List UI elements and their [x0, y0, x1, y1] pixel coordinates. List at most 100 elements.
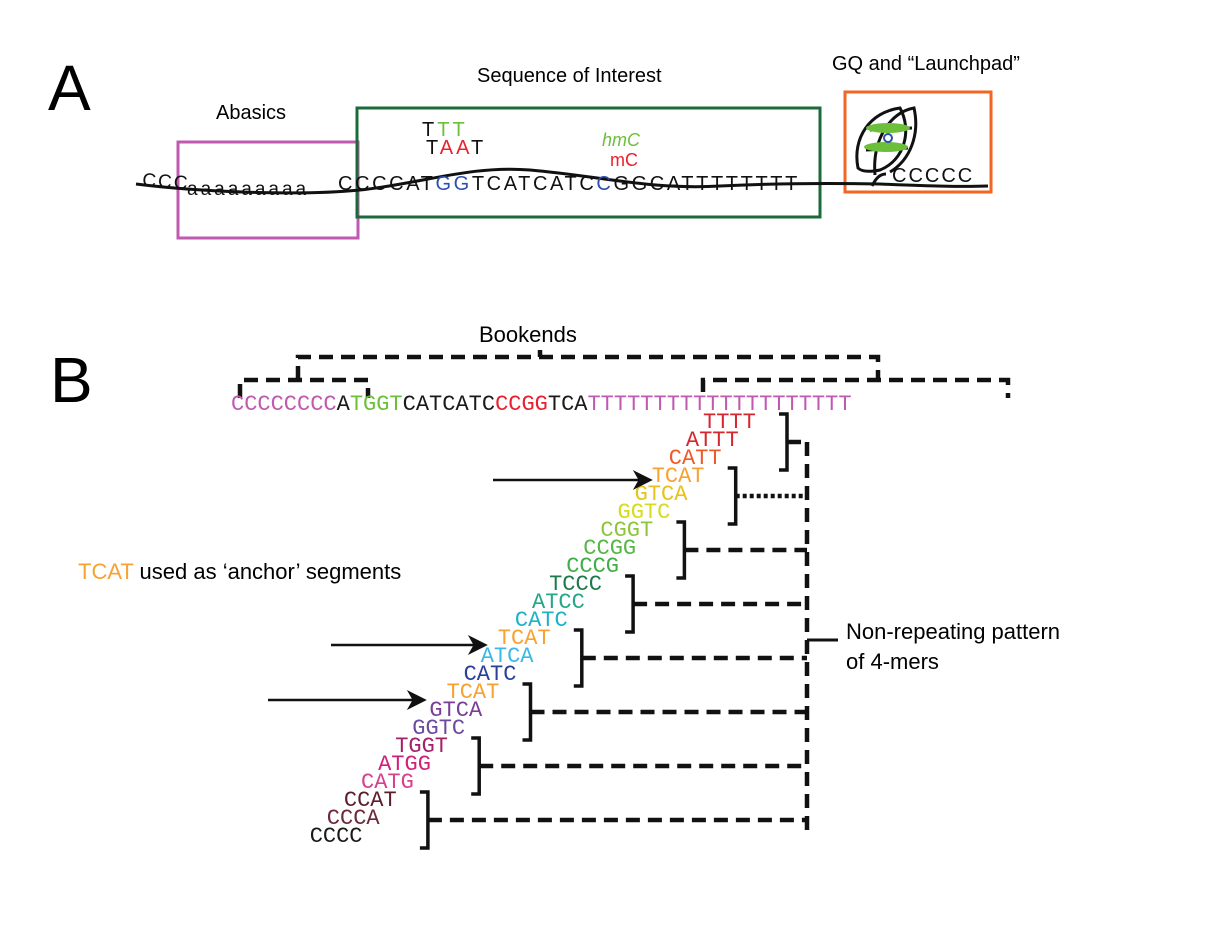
anchor-arrows: [268, 470, 653, 710]
kmer-gtca: GTCA: [429, 698, 483, 723]
soi-base: T: [421, 173, 436, 195]
soi-base: T: [565, 173, 580, 195]
kmer-attt: ATTT: [686, 428, 739, 453]
mc-label: mC: [610, 150, 638, 170]
kmer-catg: CATG: [361, 770, 414, 795]
soi-base: C: [579, 173, 596, 195]
soi-base: C: [355, 173, 372, 195]
soi-base: G: [613, 173, 631, 195]
soi-base: T: [726, 173, 741, 195]
kmer-ccat: CCAT: [344, 788, 397, 813]
kmer-atcc: ATCC: [532, 590, 585, 615]
mod-stack-middle: TAAT: [426, 137, 486, 159]
anchor-arrow-2-head: [467, 635, 488, 655]
stack-mid-base: T: [471, 137, 486, 159]
kmer-cggt: CGGT: [600, 518, 653, 543]
soi-base: T: [472, 173, 487, 195]
kmer-group-bracket: [625, 574, 635, 634]
soi-base: T: [741, 173, 756, 195]
hmc-label: hmC: [602, 130, 641, 150]
soi-base: G: [454, 173, 472, 195]
top-sequence-segment: TGGT: [350, 392, 403, 417]
abasics-label: Abasics: [216, 102, 286, 124]
kmer-staircase: TTTTATTTCATTTCATGTCAGGTCCGGTCCGGCCCGTCCC…: [310, 410, 756, 849]
soi-base: C: [372, 173, 389, 195]
kmer-cccg: CCCG: [566, 554, 619, 579]
soi-base: T: [696, 173, 711, 195]
top-sequence-segment: CCCCCCCC: [231, 392, 337, 417]
soi-base: C: [338, 173, 355, 195]
soi-base: A: [504, 173, 518, 195]
soi-base: A: [550, 173, 564, 195]
kmer-cccc: CCCC: [310, 824, 363, 849]
top-sequence-segment: A: [337, 392, 351, 417]
kmer-ccca: CCCA: [327, 806, 381, 831]
top-sequence-segment: TTTTTTTTTTTTTTTTTTTT: [587, 392, 851, 417]
stack-mid-base: A: [440, 137, 456, 159]
mod-stack-top: TTT: [422, 119, 468, 141]
anchor-label: TCAT used as ‘anchor’ segments: [78, 559, 401, 584]
stack-mid-base: T: [426, 137, 440, 159]
stack-top-base: T: [437, 119, 452, 141]
kmer-tcat: TCAT: [447, 680, 500, 705]
kmer-ggtc: GGTC: [618, 500, 671, 525]
gq-launchpad-label: GQ and “Launchpad”: [832, 53, 1020, 75]
sequence-of-interest-box: [355, 106, 822, 219]
soi-base: T: [711, 173, 726, 195]
anchor-arrow-1-head: [632, 470, 653, 490]
kmer-group-bracket: [419, 790, 430, 850]
kmer-ggtc: GGTC: [412, 716, 465, 741]
non-repeating-label-line1: Non-repeating pattern: [846, 619, 1060, 644]
kmer-group-bracket: [573, 628, 584, 688]
kmer-tccc: TCCC: [549, 572, 602, 597]
soi-base: T: [755, 173, 770, 195]
top-sequence-segment: CATCATC: [403, 392, 495, 417]
kmer-tggt: TGGT: [395, 734, 448, 759]
bookends-bracket: [237, 350, 1011, 398]
kmer-catc: CATC: [464, 662, 517, 687]
kmer-catt: CATT: [669, 446, 722, 471]
bookends-label: Bookends: [479, 322, 577, 347]
panel-b-letter: B: [50, 344, 93, 416]
kmer-group-bracket: [779, 412, 789, 472]
bracket-connectors: [427, 439, 807, 823]
anchor-arrow-3-head: [406, 690, 427, 710]
soi-base: A: [406, 173, 420, 195]
soi-base: C: [389, 173, 406, 195]
left-ccc: CCC: [142, 170, 191, 194]
sequence-of-interest-label: Sequence of Interest: [477, 65, 662, 87]
stack-mid-base: A: [456, 137, 471, 159]
soi-base: T: [681, 173, 696, 195]
soi-base: T: [770, 173, 785, 195]
soi-base: G: [435, 173, 453, 195]
tail-ccccc: CCCCC: [892, 165, 974, 187]
kmer-group-bracket: [727, 466, 738, 526]
soi-base: C: [533, 173, 550, 195]
soi-base: C: [487, 173, 504, 195]
kmer-group-bracket: [676, 520, 687, 580]
kmer-catc: CATC: [515, 608, 568, 633]
kmer-tcat: TCAT: [652, 464, 705, 489]
top-sequence-segment: CCGG: [495, 392, 548, 417]
soi-base: T: [518, 173, 533, 195]
anchor-rest: used as ‘anchor’ segments: [133, 559, 401, 584]
gq-launchpad-box: [843, 90, 993, 194]
stack-top-base: T: [452, 119, 467, 141]
soi-sequence: CCCCATGGTCATCATCCGGCATTTTTTTT: [338, 173, 800, 195]
dna-backbone: [135, 167, 989, 195]
soi-base: A: [667, 173, 681, 195]
kmer-group-bracket: [522, 682, 533, 742]
kmer-atca: ATCA: [481, 644, 535, 669]
kmer-tcat: TCAT: [498, 626, 551, 651]
abasic-run: aaaaaaaaa: [187, 179, 309, 200]
gq-ion-icon: [883, 133, 893, 143]
soi-base: G: [632, 173, 650, 195]
kmer-gtca: GTCA: [635, 482, 689, 507]
anchor-word: TCAT: [78, 559, 133, 584]
stack-top-base: T: [422, 119, 437, 141]
gq-tetrad-top: [866, 123, 910, 133]
kmer-atgg: ATGG: [378, 752, 431, 777]
kmer-group-bracket: [471, 736, 481, 796]
top-sequence-segment: TCA: [548, 392, 588, 417]
